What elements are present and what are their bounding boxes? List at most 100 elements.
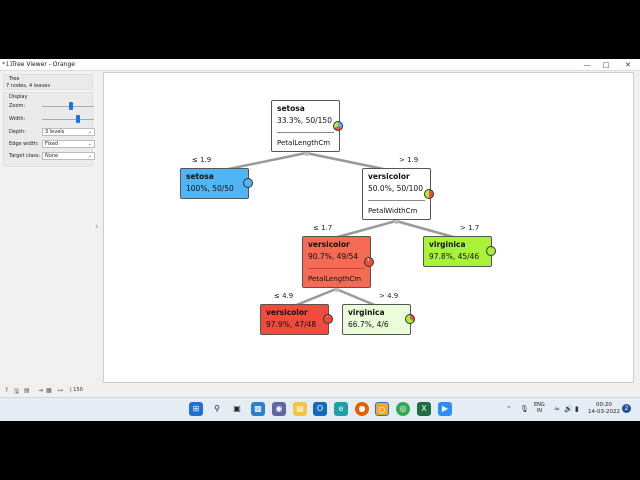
- tree-node-petal-length-split[interactable]: versicolor 90.7%, 49/54 PetalLengthCm: [302, 236, 374, 288]
- save-icon[interactable]: 🖫: [14, 388, 20, 395]
- tree-node-setosa-leaf[interactable]: setosa 100%, 50/50: [180, 168, 253, 199]
- chat-icon[interactable]: ◉: [272, 402, 286, 416]
- node-stat: 50.0%, 50/100: [368, 184, 423, 193]
- node-class: virginica: [348, 308, 385, 317]
- node-stat: 33.3%, 50/150: [277, 116, 332, 125]
- class-pie-icon: [323, 314, 333, 324]
- tree-node-virginica-leaf[interactable]: virginica 97.8%, 45/46: [423, 236, 496, 267]
- node-stat: 97.8%, 45/46: [429, 252, 480, 261]
- node-class: setosa: [277, 104, 305, 113]
- node-class: versicolor: [266, 308, 308, 317]
- edge-width-label: Edge width:: [9, 141, 39, 147]
- maximize-button[interactable]: □: [602, 61, 610, 69]
- tree-info: 7 nodes, 4 leaves: [6, 83, 50, 89]
- depth-value: 3 levels: [45, 129, 65, 135]
- orange-icon[interactable]: ○: [375, 402, 389, 416]
- title-bar: *11 Tree Viewer - Orange — □ ✕: [0, 59, 640, 71]
- edge-label: > 4.9: [379, 292, 399, 300]
- edge-hinge: [334, 287, 339, 292]
- tree-edges: [213, 151, 458, 308]
- edge-label: > 1.7: [460, 224, 480, 232]
- node-class: versicolor: [308, 240, 350, 249]
- chevron-down-icon: ⌄: [87, 141, 92, 147]
- battery-icon[interactable]: ▮: [575, 405, 579, 413]
- node-class: versicolor: [368, 172, 410, 181]
- edge-n2-n4: [395, 219, 458, 240]
- edge-label: ≤ 4.9: [274, 292, 294, 300]
- edge-hinge: [304, 151, 309, 156]
- clock[interactable]: 00:20 14-03-2022: [588, 402, 620, 416]
- input-language[interactable]: ENG IN: [534, 402, 545, 414]
- node-stat: 90.7%, 49/54: [308, 252, 359, 261]
- edge-n3-n5: [293, 287, 337, 308]
- node-divider: [368, 200, 425, 201]
- language-code: ENG: [534, 402, 545, 408]
- taskbar: ⊞ ⚲ ▣ ▩ ◉ ▤ O e ● ○ ◎ X ▶ ⌃ 🎙 ENG IN ≈ 🔊…: [0, 397, 640, 421]
- chrome-icon[interactable]: ◎: [396, 402, 410, 416]
- node-split-attribute: PetalLengthCm: [308, 275, 362, 283]
- chevron-down-icon: ⌄: [87, 153, 92, 159]
- microphone-icon[interactable]: 🎙: [520, 405, 529, 413]
- edge-n2-n3: [333, 219, 397, 240]
- node-class: virginica: [429, 240, 466, 249]
- firefox-icon[interactable]: ●: [355, 402, 369, 416]
- wifi-icon[interactable]: ≈: [554, 405, 560, 413]
- notification-badge[interactable]: 2: [622, 404, 631, 413]
- task-view-icon[interactable]: ▣: [233, 404, 241, 413]
- region-code: IN: [536, 408, 542, 414]
- screen: *11 Tree Viewer - Orange — □ ✕ Tree 7 no…: [0, 59, 640, 421]
- target-class-select[interactable]: None ⌄: [42, 152, 95, 160]
- node-divider: [277, 132, 334, 133]
- tree-node-petal-width-split[interactable]: versicolor 50.0%, 50/100 PetalWidthCm: [362, 168, 434, 220]
- edge-label: > 1.9: [399, 156, 419, 164]
- search-icon[interactable]: ⚲: [214, 404, 220, 413]
- collapse-panel-arrow-icon[interactable]: ›: [95, 222, 99, 232]
- close-button[interactable]: ✕: [625, 61, 631, 69]
- clock-date: 14-03-2022: [588, 409, 620, 415]
- node-stat: 66.7%, 4/6: [348, 320, 389, 329]
- report-icon[interactable]: ▤: [24, 387, 30, 394]
- minimize-button[interactable]: —: [583, 61, 591, 69]
- edge-icon[interactable]: e: [334, 402, 348, 416]
- zoom-slider-handle[interactable]: [68, 102, 73, 110]
- edge-width-select[interactable]: Fixed ⌄: [42, 140, 95, 148]
- tree-canvas[interactable]: ≤ 1.9 > 1.9 ≤ 1.7 > 1.7 ≤ 4.9 > 4.9 seto…: [103, 72, 634, 383]
- node-stat: 97.9%, 47/48: [266, 320, 317, 329]
- edge-label: ≤ 1.7: [313, 224, 333, 232]
- class-pie-icon: [364, 257, 374, 267]
- node-class: setosa: [186, 172, 214, 181]
- widgets-icon[interactable]: ▩: [251, 402, 265, 416]
- depth-select[interactable]: 3 levels ⌄: [42, 128, 95, 136]
- app-icon: *11: [2, 61, 13, 68]
- input-icon[interactable]: ⇥: [38, 387, 44, 394]
- class-pie-icon: [243, 178, 253, 188]
- edge-n3-n6: [335, 287, 378, 308]
- status-bar: ? 🖫 ▤ ⇥ ▦ ↦ | 150: [0, 384, 640, 397]
- excel-icon[interactable]: X: [417, 402, 431, 416]
- output-icon[interactable]: ↦: [58, 387, 64, 394]
- data-table-icon[interactable]: ▦: [46, 387, 52, 394]
- file-explorer-icon[interactable]: ▤: [293, 402, 307, 416]
- class-pie-icon: [405, 314, 415, 324]
- width-slider[interactable]: [42, 119, 94, 120]
- tree-node-root[interactable]: setosa 33.3%, 50/150 PetalLengthCm: [271, 100, 343, 152]
- chevron-up-icon[interactable]: ⌃: [506, 405, 512, 413]
- tree-node-versicolor-leaf[interactable]: versicolor 97.9%, 47/48: [260, 304, 333, 335]
- window-title: Tree Viewer - Orange: [12, 61, 75, 68]
- tree-node-virginica-small-leaf[interactable]: virginica 66.7%, 4/6: [342, 304, 415, 335]
- class-pie-icon: [424, 189, 434, 199]
- windows-start-icon[interactable]: ⊞: [189, 402, 203, 416]
- tree-box-title: Tree: [9, 76, 20, 82]
- outlook-icon[interactable]: O: [313, 402, 327, 416]
- output-count: | 150: [70, 387, 83, 393]
- node-divider: [308, 268, 365, 269]
- width-slider-handle[interactable]: [76, 115, 81, 123]
- depth-label: Depth:: [9, 129, 26, 135]
- width-label: Width:: [9, 116, 26, 122]
- node-split-attribute: PetalLengthCm: [277, 139, 331, 147]
- volume-icon[interactable]: 🔊: [564, 405, 573, 413]
- zoom-icon[interactable]: ▶: [438, 402, 452, 416]
- zoom-slider[interactable]: [42, 106, 94, 107]
- help-icon[interactable]: ?: [5, 387, 9, 394]
- edge-width-value: Fixed: [45, 141, 58, 147]
